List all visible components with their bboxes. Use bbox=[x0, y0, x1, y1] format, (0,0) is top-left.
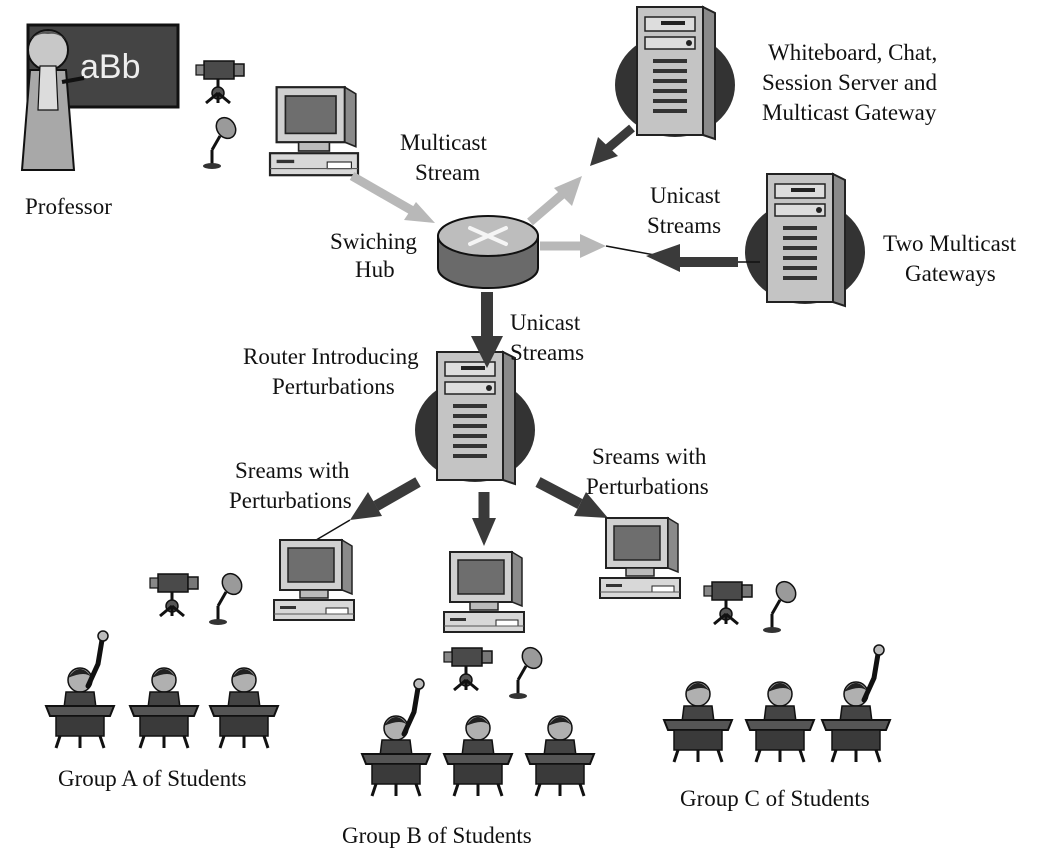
arrow-gateways-to-hub bbox=[646, 244, 760, 272]
student-raising-hand-icon bbox=[822, 645, 890, 762]
group-c-label: Group C of Students bbox=[680, 786, 870, 811]
multicast-gateways-label: Two Multicast Gateways bbox=[883, 231, 1022, 286]
student-raising-hand-icon bbox=[362, 679, 430, 796]
arrow-hub-to-session-server bbox=[527, 176, 582, 226]
group-c-camera-icon bbox=[702, 580, 754, 626]
session-server-label: Whiteboard, Chat, Session Server and Mul… bbox=[762, 40, 943, 125]
group-a-microphone-icon bbox=[207, 568, 248, 627]
router-server-icon bbox=[414, 351, 536, 485]
group-a-label: Group A of Students bbox=[58, 766, 247, 791]
student-icon bbox=[442, 714, 514, 798]
student-raising-hand-icon bbox=[46, 631, 114, 748]
group-b-computer-icon bbox=[443, 551, 525, 633]
student-icon bbox=[744, 680, 816, 764]
camera-icon bbox=[194, 59, 246, 105]
board-text: aBb bbox=[80, 48, 141, 86]
session-server-icon bbox=[614, 6, 736, 140]
student-icon bbox=[662, 680, 734, 764]
group-c-microphone-icon bbox=[761, 576, 802, 635]
arrow-hub-to-gateways bbox=[540, 234, 661, 258]
unicast-streams-down-label: Unicast Streams bbox=[510, 310, 586, 365]
arrow-hub-to-router bbox=[471, 292, 503, 368]
multicast-gateways-icon bbox=[744, 173, 866, 307]
switching-hub-label: Swiching Hub bbox=[330, 229, 423, 282]
arrow-router-to-group-b bbox=[472, 492, 496, 546]
professor-figure bbox=[20, 29, 85, 171]
group-a-camera-icon bbox=[148, 572, 200, 618]
streams-left-label: Sreams with Perturbations bbox=[229, 458, 355, 513]
group-a-computer-icon bbox=[273, 539, 355, 621]
group-c-students bbox=[662, 645, 890, 764]
arrow-session-server-to-hub bbox=[590, 124, 635, 166]
router-label: Router Introducing Perturbations bbox=[243, 344, 424, 399]
arrow-multicast-stream bbox=[349, 172, 435, 223]
student-icon bbox=[208, 666, 280, 750]
professor-group: aBb Professor bbox=[20, 23, 180, 219]
microphone-icon bbox=[201, 112, 242, 171]
group-b-camera-icon bbox=[442, 646, 494, 692]
multicast-stream-label: Multicast Stream bbox=[400, 130, 493, 185]
student-icon bbox=[128, 666, 200, 750]
streams-right-label: Sreams with Perturbations bbox=[586, 444, 712, 499]
group-c-computer-icon bbox=[599, 517, 681, 599]
group-b-label: Group B of Students bbox=[342, 823, 532, 848]
professor-label: Professor bbox=[25, 194, 112, 219]
unicast-streams-right-label: Unicast Streams bbox=[647, 183, 726, 238]
student-icon bbox=[524, 714, 596, 798]
group-a-students bbox=[46, 631, 280, 750]
group-b-microphone-icon bbox=[507, 642, 548, 701]
professor-computer-icon bbox=[268, 86, 360, 177]
group-b-students bbox=[362, 679, 596, 798]
switching-hub-icon bbox=[437, 215, 539, 289]
